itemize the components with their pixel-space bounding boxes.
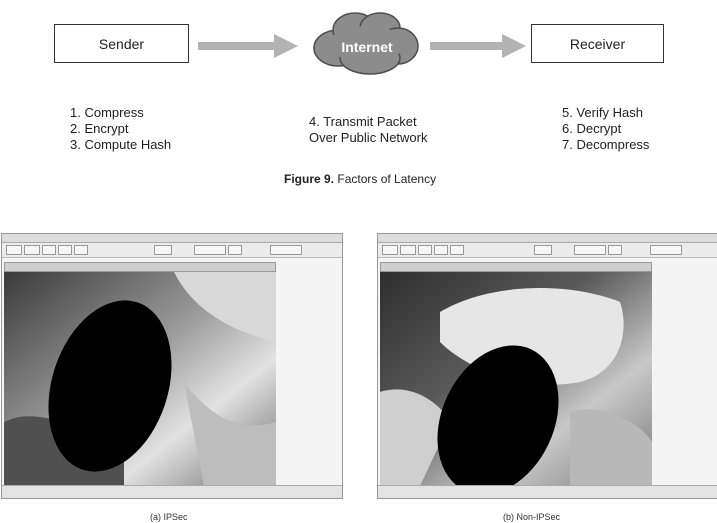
screenshot-caption-b: (b) Non-IPSec xyxy=(503,512,561,522)
window-statusbar xyxy=(378,485,717,498)
figure-caption: Figure 9. Factors of Latency xyxy=(284,172,436,186)
video-frame-image xyxy=(380,272,652,486)
internet-cloud: Internet xyxy=(313,12,419,75)
window-titlebar xyxy=(2,234,342,243)
redaction-oval xyxy=(48,300,172,472)
sender-step: 3. Compute Hash xyxy=(70,137,172,152)
receiver-box: Receiver xyxy=(531,24,664,63)
figure-caption-text: Factors of Latency xyxy=(337,172,437,186)
sender-steps: 1. Compress 2. Encrypt 3. Compute Hash xyxy=(70,105,171,153)
screenshot-ipsec xyxy=(1,233,343,499)
receiver-step: 7. Decompress xyxy=(562,137,650,152)
internet-step: Over Public Network xyxy=(309,130,428,145)
sender-label: Sender xyxy=(98,35,145,52)
redaction-oval xyxy=(437,345,559,486)
sender-step: 1. Compress xyxy=(70,105,144,120)
video-window-titlebar xyxy=(380,262,652,272)
internet-steps: 4. Transmit Packet Over Public Network xyxy=(309,114,427,146)
arrow-internet-to-receiver xyxy=(430,34,526,58)
video-frame-image xyxy=(4,272,276,486)
sender-step: 2. Encrypt xyxy=(70,121,129,136)
screenshot-caption-a: (a) IPSec xyxy=(150,512,188,522)
sender-box: Sender xyxy=(54,24,189,63)
receiver-steps: 5. Verify Hash 6. Decrypt 7. Decompress xyxy=(562,105,649,153)
window-statusbar xyxy=(2,485,342,498)
window-titlebar xyxy=(378,234,717,243)
arrow-shape-2 xyxy=(430,34,526,58)
internet-step: 4. Transmit Packet xyxy=(309,114,417,129)
screenshot-non-ipsec xyxy=(377,233,717,499)
receiver-step: 5. Verify Hash xyxy=(562,105,643,120)
internet-label: Internet xyxy=(341,39,393,55)
figure-label: Figure 9. xyxy=(284,172,335,186)
receiver-label: Receiver xyxy=(569,35,626,52)
arrow-sender-to-internet xyxy=(198,34,298,58)
receiver-step: 6. Decrypt xyxy=(562,121,622,136)
video-window-titlebar xyxy=(4,262,276,272)
arrow-shape-1 xyxy=(198,34,298,58)
